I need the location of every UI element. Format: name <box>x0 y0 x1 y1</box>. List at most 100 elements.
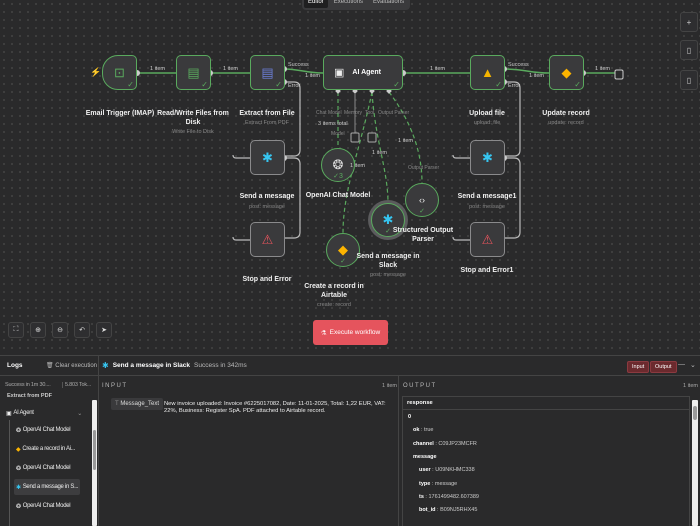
check-icon: ✓ <box>201 80 208 89</box>
fit-view-button[interactable]: ⛶ <box>8 322 24 338</box>
input-header: INPUT <box>102 383 128 389</box>
json-key: 0 <box>408 414 412 420</box>
pointer-button[interactable]: ➤ <box>96 322 112 338</box>
check-icon: ✓ <box>275 80 282 89</box>
edge-extract-error <box>284 81 301 157</box>
log-item-partial[interactable]: Extract from PDF <box>7 393 52 399</box>
clear-execution-button[interactable]: 🗑 Clear execution <box>46 362 97 369</box>
check-icon: ✓ <box>340 258 346 265</box>
node-extract-from-file[interactable]: ▤✓ <box>250 55 285 90</box>
slack-icon: ✱ <box>482 149 493 165</box>
execute-workflow-button[interactable]: ⚗Execute workflow <box>313 320 388 345</box>
node-openai-chat-model[interactable]: ❂✓3 <box>321 148 355 182</box>
log-item[interactable]: ◆Create a record in Ai... <box>14 441 77 457</box>
log-item-ai-agent[interactable]: ▣AI Agent⌄ <box>4 405 88 421</box>
log-label: OpenAI Chat Model <box>22 465 71 471</box>
tab-executions[interactable]: Executions <box>333 0 364 5</box>
log-label: Create a record in Ai... <box>22 446 75 452</box>
slack-icon: ✱ <box>16 484 21 491</box>
minimize-icon[interactable]: — <box>678 361 685 368</box>
node-structured-output-parser[interactable]: ‹›✓ <box>405 183 439 217</box>
edge-upload-update <box>503 68 550 74</box>
edge-parser <box>388 91 423 184</box>
items-total: 3 items total <box>318 121 348 127</box>
openai-icon: ❂ <box>16 427 21 434</box>
add-node-button[interactable]: + <box>680 12 698 32</box>
robot-icon: ▣ <box>334 67 345 79</box>
trigger-bolt-icon: ⚡ <box>90 67 102 77</box>
output-json-view: response 0 ok : true channel : C09JP23MC… <box>402 396 690 526</box>
panel-toggle-button[interactable]: ▯ <box>680 70 698 90</box>
node-label: Send a message <box>239 193 295 200</box>
node-send-message-in-slack[interactable]: ✱✓ <box>371 203 405 237</box>
output-count: 1 item <box>683 383 698 389</box>
node-label: Upload file <box>469 110 505 117</box>
handle-label: Memory <box>344 110 363 116</box>
tab-editor[interactable]: Editor <box>304 0 328 8</box>
node-read-write-files[interactable]: ▤✓ <box>176 55 211 90</box>
edge-label: Error <box>508 83 521 89</box>
node-subtitle: update: record <box>548 120 584 126</box>
logs-panel: Logs 🗑 Clear execution ✱ Send a message … <box>0 355 700 526</box>
node-send-message1[interactable]: ✱ <box>470 140 505 175</box>
edge-label: Success <box>508 62 529 68</box>
node-label: Update record <box>542 110 590 117</box>
undo-icon: ↶ <box>79 327 85 334</box>
node-subtitle: post: message <box>249 204 285 210</box>
reset-button[interactable]: ↶ <box>74 322 90 338</box>
node-create-record-airtable[interactable]: ◆✓ <box>326 233 360 267</box>
node-label: Send a message in Slack <box>356 253 420 269</box>
log-label: Send a message in S... <box>22 484 79 490</box>
workflow-canvas[interactable]: Editor Executions Evaluations ⚡ ⊡✓ Email… <box>0 0 700 355</box>
check-icon: ✓ <box>385 228 391 235</box>
flask-icon: ⚗ <box>320 329 327 337</box>
zoom-out-icon: ⊖ <box>57 327 63 334</box>
json-value: 1761499482.607389 <box>428 494 479 500</box>
edge-label: 1 item <box>398 138 413 144</box>
text-type-icon: T <box>115 401 119 407</box>
output-toggle-button[interactable]: Output <box>650 361 677 373</box>
json-value: message <box>434 481 458 487</box>
json-value: C09JP23MCFR <box>438 441 477 447</box>
edge-label: Success <box>288 62 309 68</box>
chevron-down-icon[interactable]: ⌄ <box>690 362 696 369</box>
input-toggle-button[interactable]: Input <box>627 361 650 373</box>
log-item[interactable]: ❂OpenAI Chat Model <box>14 422 72 438</box>
zoom-out-button[interactable]: ⊖ <box>52 322 68 338</box>
log-item-selected[interactable]: ✱Send a message in S... <box>14 479 81 495</box>
node-update-record[interactable]: ◆✓ <box>549 55 584 90</box>
node-stop-and-error1[interactable]: ⚠ <box>470 222 505 257</box>
output-scrollbar[interactable] <box>692 400 698 526</box>
openai-icon: ❂ <box>16 503 21 510</box>
node-send-message[interactable]: ✱ <box>250 140 285 175</box>
edge-label: 1 item <box>372 150 387 156</box>
sticky-note-button[interactable]: ▯ <box>680 40 698 60</box>
log-item[interactable]: ❂OpenAI Chat Model <box>14 498 72 514</box>
node-label: Stop and Error1 <box>460 267 514 274</box>
warning-icon: ⚠ <box>481 231 494 247</box>
node-label: Email Trigger (IMAP) <box>85 110 155 117</box>
logs-scrollbar[interactable] <box>92 400 97 526</box>
node-label: AI Agent <box>352 69 381 76</box>
edge-slack2-stop2 <box>504 157 521 239</box>
node-email-trigger[interactable]: ⊡✓ <box>102 55 137 90</box>
node-upload-file[interactable]: ▲✓ <box>470 55 505 90</box>
input-count: 1 item <box>382 383 397 389</box>
tab-evaluations[interactable]: Evaluations <box>373 0 405 5</box>
edge-label: 1 item <box>595 66 610 72</box>
node-label: Create a record in Airtable <box>304 283 364 299</box>
log-item[interactable]: ❂OpenAI Chat Model <box>14 460 72 476</box>
openai-icon: ❂ <box>16 465 21 472</box>
logs-title: Logs <box>7 362 23 369</box>
zoom-in-button[interactable]: ⊕ <box>30 322 46 338</box>
node-subtitle: post: message <box>370 272 406 278</box>
node-label: Read/Write Files from Disk <box>157 110 229 126</box>
node-stop-and-error[interactable]: ⚠ <box>250 222 285 257</box>
node-ai-agent[interactable]: ▣ AI Agent ✓ <box>323 55 403 90</box>
execute-label: Execute workflow <box>329 329 381 336</box>
airtable-icon: ◆ <box>16 446 21 453</box>
json-key: ok <box>413 427 420 433</box>
check-icon: ✓ <box>393 80 400 89</box>
detail-title: Send a message in Slack <box>112 362 191 369</box>
json-value: true <box>424 427 434 433</box>
